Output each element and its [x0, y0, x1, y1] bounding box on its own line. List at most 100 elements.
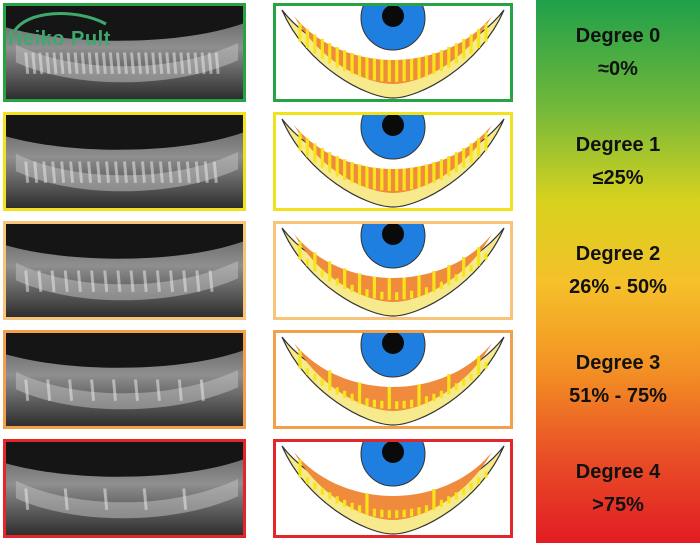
meibomian-gland [365, 57, 369, 79]
meibomian-gland [462, 38, 466, 59]
meibomian-gland [424, 505, 429, 513]
meibomian-gland [343, 50, 347, 72]
pupil-icon [382, 115, 404, 136]
meibomian-gland [469, 264, 473, 272]
meibomian-gland [432, 161, 436, 184]
meibomian-gland [432, 393, 436, 402]
grade-label: Degree 3 51% - 75% [536, 347, 700, 413]
meibomian-gland [417, 275, 421, 297]
iris-icon [360, 442, 426, 487]
gland-dropout-diagram [273, 330, 513, 429]
meibomian-gland [335, 387, 339, 395]
grade-degree: Degree 3 [575, 352, 661, 374]
grade-range: 51% - 75% [569, 385, 667, 407]
meibomian-gland [402, 277, 406, 300]
meibomian-gland [484, 23, 488, 42]
meibomian-gland [298, 459, 302, 478]
meibomian-gland [410, 167, 414, 190]
meibomian-gland [298, 23, 302, 42]
gland-dropout-diagram [273, 221, 513, 320]
meibomian-gland [476, 477, 481, 484]
grade-range: 26% - 50% [569, 276, 667, 298]
meibomian-gland [447, 496, 451, 504]
meibomian-gland [402, 509, 406, 518]
meibomian-gland [432, 52, 436, 75]
watermark-swoosh-icon [12, 12, 107, 33]
meibomian-gland [439, 50, 443, 72]
meibomian-gland [476, 29, 481, 48]
meibomian-gland [357, 505, 362, 513]
meibomian-gland [372, 399, 376, 408]
grade-row [0, 218, 536, 323]
meibography-photo [3, 112, 246, 211]
meibomian-gland [380, 400, 384, 409]
meibomian-gland [454, 492, 458, 500]
meibomian-gland [305, 368, 310, 375]
pupil-icon [382, 224, 404, 245]
meibomian-gland [335, 155, 339, 177]
meibomian-gland [402, 59, 406, 82]
meibography-photo [3, 3, 246, 102]
meibomian-gland [350, 502, 354, 511]
meibomian-gland [410, 508, 414, 517]
meibomian-gland [395, 292, 399, 300]
meibomian-gland [417, 507, 421, 515]
meibomian-gland [335, 496, 339, 504]
meibomian-gland [432, 270, 436, 293]
meibomian-gland [357, 273, 362, 295]
meibomian-gland [476, 138, 481, 157]
meibomian-gland [313, 373, 317, 381]
meibomian-gland [476, 247, 481, 266]
meibomian-gland [320, 38, 324, 59]
meibomian-gland [380, 59, 384, 82]
meibomian-gland [395, 401, 399, 409]
meibomian-gland [395, 59, 399, 82]
watermark-logo: Heiko Pult [6, 6, 124, 52]
meibomian-gland [447, 264, 451, 286]
meibomian-gland [372, 58, 376, 81]
meibomian-gland [454, 43, 458, 64]
meibomian-gland [387, 510, 391, 518]
meibomian-gland [424, 287, 429, 295]
meibomian-gland [476, 356, 481, 375]
grade-degree: Degree 0 [575, 25, 661, 47]
meibomian-gland [417, 384, 421, 406]
meibomian-gland [372, 276, 376, 299]
watermark-text: Heiko Pult [8, 28, 111, 50]
meibomian-gland [484, 362, 488, 369]
meibomian-gland [439, 159, 443, 181]
meibomian-gland [365, 166, 369, 188]
meibomian-gland [484, 471, 488, 478]
meibomian-gland [313, 34, 317, 54]
meibomian-gland [372, 167, 376, 190]
grade-range: ≈0% [598, 58, 638, 80]
meibomian-gland [439, 499, 443, 508]
meibomian-gland [424, 55, 429, 77]
meibomian-gland [305, 29, 310, 48]
meibomian-gland [357, 382, 362, 404]
meibomian-gland [328, 370, 332, 391]
meibomian-gland [305, 138, 310, 157]
meibomian-gland [387, 386, 391, 409]
meibomian-gland [432, 488, 436, 511]
grade-label: Degree 4>75% [536, 456, 700, 522]
meibomian-gland [365, 493, 369, 515]
meibomian-gland [328, 152, 332, 173]
meibomian-gland [462, 487, 466, 495]
meibomian-gland [462, 147, 466, 168]
meibomian-gland [395, 510, 399, 518]
meibomian-gland [328, 492, 332, 500]
meibomian-gland [447, 155, 451, 177]
gland-dropout-diagram [273, 439, 513, 538]
pupil-icon [382, 333, 404, 354]
meibomian-gland [462, 256, 466, 277]
meibomian-gland [469, 482, 473, 490]
meibomian-gland [350, 393, 354, 402]
grade-row [0, 0, 536, 105]
gland-dropout-diagram [273, 3, 513, 102]
meibomian-gland [335, 46, 339, 68]
meibomian-gland [469, 34, 473, 54]
iris-icon [360, 333, 426, 378]
gland-dropout-diagram [273, 112, 513, 211]
meibomian-gland [320, 487, 324, 495]
